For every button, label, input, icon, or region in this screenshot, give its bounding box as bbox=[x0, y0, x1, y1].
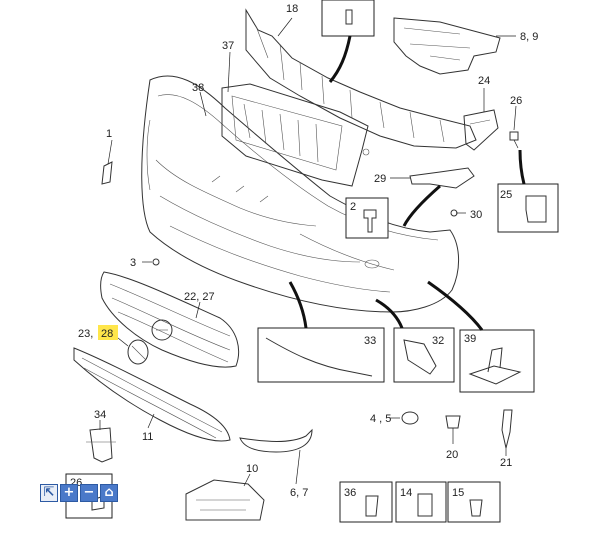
callout-36[interactable]: 36 bbox=[344, 487, 356, 499]
bumper-cover[interactable] bbox=[141, 75, 460, 313]
callout-18[interactable]: 18 bbox=[286, 3, 298, 15]
zoom-toolbar: ⇱ + − ⌂ bbox=[40, 484, 118, 502]
detail-box-14[interactable] bbox=[395, 481, 447, 523]
callout-29[interactable]: 29 bbox=[374, 173, 386, 185]
cap-4-5[interactable] bbox=[401, 411, 419, 425]
side-bracket[interactable] bbox=[393, 17, 501, 75]
callout-32[interactable]: 32 bbox=[432, 335, 444, 347]
minus-icon[interactable]: − bbox=[80, 484, 98, 502]
detail-box-33[interactable] bbox=[257, 327, 385, 383]
clip-21[interactable] bbox=[501, 409, 513, 449]
detail-box-32[interactable] bbox=[393, 327, 455, 383]
callout-labels: 18 8, 9 37 24 38 26 1 29 25 2 30 3 22, 2… bbox=[70, 3, 538, 499]
detail-box-36[interactable] bbox=[339, 481, 393, 523]
detail-box-25[interactable] bbox=[497, 183, 559, 233]
home-icon[interactable]: ⌂ bbox=[100, 484, 118, 502]
emblem-clip[interactable] bbox=[127, 339, 149, 365]
arrow-2 bbox=[402, 184, 441, 227]
detail-box-39[interactable] bbox=[459, 329, 535, 393]
callout-20[interactable]: 20 bbox=[446, 449, 458, 461]
callout-4-5[interactable]: 4 , 5 bbox=[370, 413, 391, 425]
lower-grille[interactable] bbox=[73, 347, 231, 442]
leader-lines bbox=[99, 17, 517, 487]
callout-10[interactable]: 10 bbox=[246, 463, 258, 475]
bracket-34[interactable] bbox=[86, 427, 116, 463]
callout-22-27[interactable]: 22, 27 bbox=[184, 291, 215, 303]
callout-28[interactable]: 28 bbox=[101, 328, 113, 340]
bumper-reinforcement[interactable] bbox=[221, 83, 370, 187]
callout-39[interactable]: 39 bbox=[464, 333, 476, 345]
callout-21[interactable]: 21 bbox=[500, 457, 512, 469]
upper-mount-bracket[interactable] bbox=[245, 8, 477, 149]
callout-23[interactable]: 23, bbox=[78, 328, 93, 340]
plus-icon[interactable]: + bbox=[60, 484, 78, 502]
callout-1[interactable]: 1 bbox=[106, 128, 112, 140]
grille[interactable] bbox=[100, 271, 240, 368]
detail-box-15[interactable] bbox=[447, 481, 501, 523]
callout-14[interactable]: 14 bbox=[400, 487, 412, 499]
arrow-33 bbox=[288, 281, 308, 329]
clip-20[interactable] bbox=[445, 415, 461, 444]
cursor-icon[interactable]: ⇱ bbox=[40, 484, 58, 502]
arrow-39 bbox=[427, 280, 484, 331]
arrow-25 bbox=[518, 149, 526, 185]
callout-6-7[interactable]: 6, 7 bbox=[290, 487, 308, 499]
callout-24[interactable]: 24 bbox=[478, 75, 490, 87]
callout-33[interactable]: 33 bbox=[364, 335, 376, 347]
callout-15[interactable]: 15 bbox=[452, 487, 464, 499]
callout-2[interactable]: 2 bbox=[350, 201, 356, 213]
detail-box-18[interactable] bbox=[321, 0, 375, 37]
bracket-10[interactable] bbox=[185, 479, 265, 521]
detail-box-2[interactable] bbox=[345, 197, 389, 239]
arrow-18 bbox=[328, 35, 352, 83]
screw-3[interactable] bbox=[152, 258, 160, 266]
callout-30[interactable]: 30 bbox=[470, 209, 482, 221]
callout-38[interactable]: 38 bbox=[192, 82, 204, 94]
highlight-28 bbox=[98, 325, 118, 340]
bracket-24[interactable] bbox=[463, 109, 499, 151]
callout-11[interactable]: 11 bbox=[142, 431, 153, 443]
screw-26[interactable] bbox=[509, 131, 519, 149]
callout-3[interactable]: 3 bbox=[130, 257, 136, 269]
reflector-1[interactable] bbox=[101, 161, 113, 185]
callout-37[interactable]: 37 bbox=[222, 40, 234, 52]
callout-34-label[interactable]: 34 bbox=[94, 409, 106, 421]
side-trim[interactable] bbox=[239, 428, 313, 453]
callout-26[interactable]: 26 bbox=[510, 95, 522, 107]
callout-8-9[interactable]: 8, 9 bbox=[520, 31, 538, 43]
bracket-29[interactable] bbox=[409, 167, 475, 189]
callout-25[interactable]: 25 bbox=[500, 189, 512, 201]
arrow-32 bbox=[375, 298, 404, 329]
